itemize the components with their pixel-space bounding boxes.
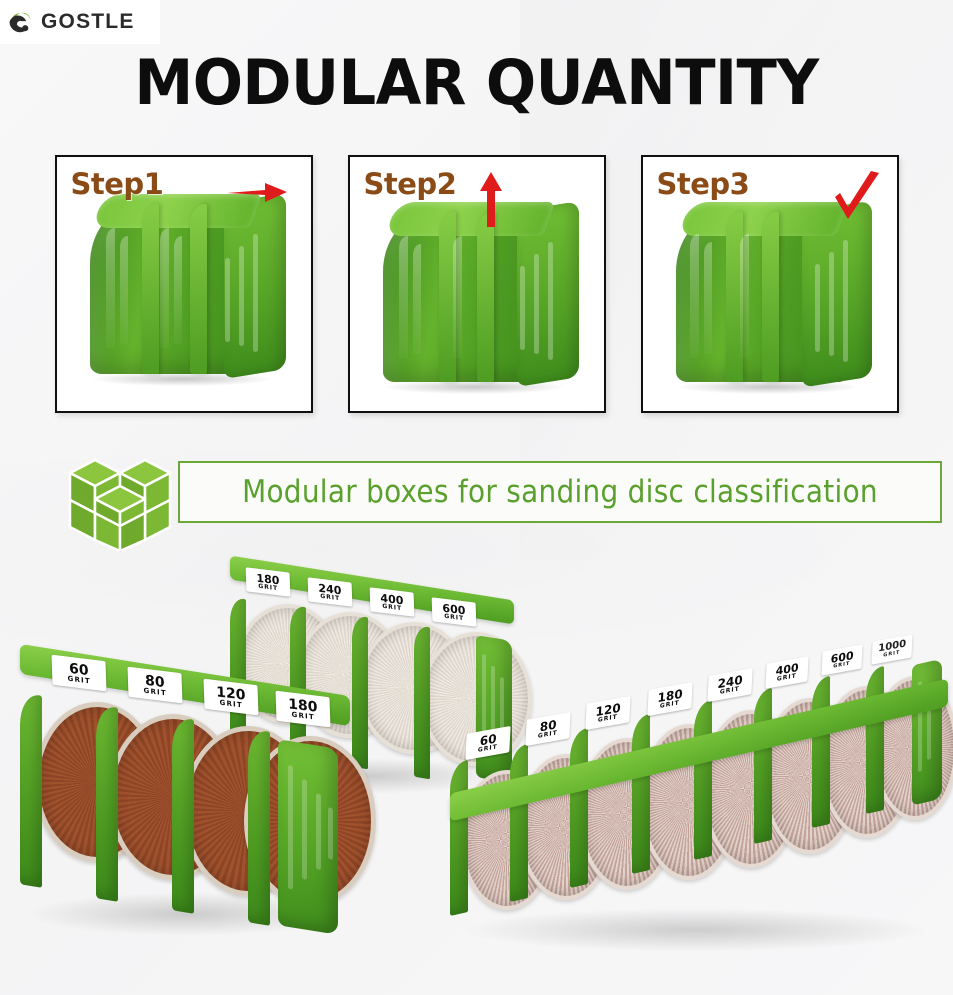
step-card-1: Step1 [54,155,313,413]
step-card-3: Step3 [640,155,899,413]
step-2-product-illustration [377,196,579,396]
feature-banner: Modular boxes for sanding disc classific… [62,443,942,553]
grit-label: 120 GRIT [585,695,631,731]
banner-text: Modular boxes for sanding disc classific… [242,474,878,510]
grit-label: 180 GRIT [245,567,291,597]
grit-label: 180 GRIT [647,681,693,717]
brand-name: GOSTLE [41,10,135,33]
grit-label: 1000 GRIT [871,634,913,665]
arrow-up-icon [478,171,504,229]
grit-label: 80 GRIT [127,666,183,704]
stacked-cubes-icon [62,443,180,553]
grit-label: 400 GRIT [765,656,809,689]
check-mark-icon [831,171,883,227]
box-end-cap [278,739,338,935]
grit-label: 60 GRIT [465,725,511,761]
step-1-label: Step1 [70,167,164,201]
arrow-right-icon [225,179,289,205]
product-front-box: 60 GRIT 80 GRIT 120 GRIT 180 GRIT [20,640,376,940]
grit-label: 600 GRIT [821,644,863,676]
steps-row: Step1 [0,155,953,420]
grit-label: 400 GRIT [369,587,415,617]
product-long-box: 60 GRIT 80 GRIT 120 GRIT 180 GRIT 240 GR… [450,632,953,952]
product-photos: 180 GRIT 240 GRIT 400 GRIT 600 GRIT [0,536,953,995]
grit-label: 80 GRIT [525,711,571,747]
step-card-2: Step2 [347,155,606,413]
step-2-label: Step2 [363,167,457,201]
step-3-label: Step3 [656,167,750,201]
grit-label: 600 GRIT [431,597,477,627]
grit-label: 120 GRIT [203,678,259,716]
page-title: MODULAR QUANTITY [134,46,819,119]
step-3-product-illustration [670,196,872,396]
banner-text-box: Modular boxes for sanding disc classific… [178,461,942,523]
step-1-product-illustration [84,188,286,388]
grit-label: 60 GRIT [51,654,107,692]
gostle-swirl-logo-icon [6,8,34,36]
grit-label: 240 GRIT [707,667,753,703]
brand-logo-bar: GOSTLE [0,0,160,44]
grit-label: 240 GRIT [307,577,353,607]
grit-label: 180 GRIT [275,690,331,728]
